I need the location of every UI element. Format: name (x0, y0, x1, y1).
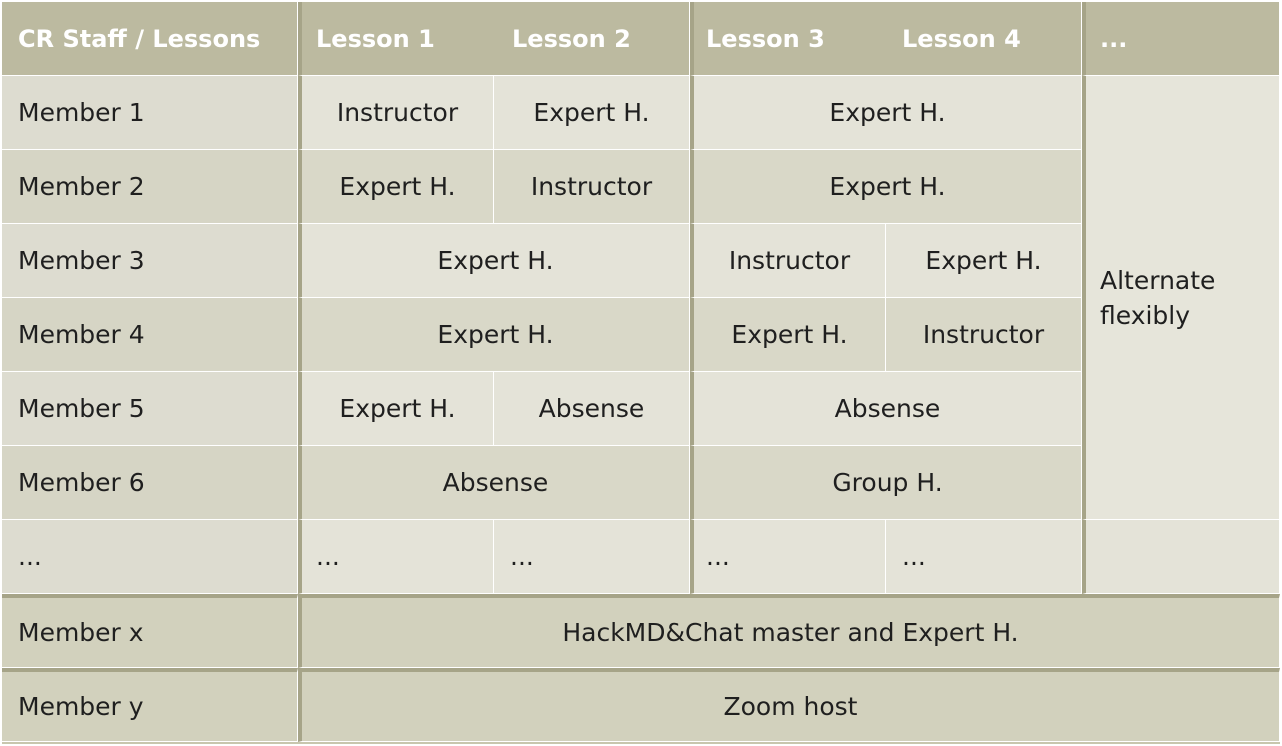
cell-role: Expert H. (298, 150, 494, 224)
member-name: Member 2 (2, 150, 298, 224)
member-name: Member 5 (2, 372, 298, 446)
cell-role: Expert H. (886, 224, 1082, 298)
cell-role: Expert H. (690, 76, 1082, 150)
header-corner: CR Staff / Lessons (2, 2, 298, 76)
member-name: Member 4 (2, 298, 298, 372)
header-lesson-4: Lesson 4 (902, 24, 1021, 53)
cell-role: Group H. (690, 446, 1082, 520)
header-lessons-1-2: Lesson 1 Lesson 2 (298, 2, 690, 76)
alternate-note: Alternate flexibly (1082, 76, 1280, 520)
cell-more: ... (886, 520, 1082, 594)
cell-role-wide: Zoom host (298, 668, 1280, 742)
cell-role: Instructor (690, 224, 886, 298)
header-lessons-3-4: Lesson 3 Lesson 4 (690, 2, 1082, 76)
member-name: Member y (2, 668, 298, 742)
member-name: Member 6 (2, 446, 298, 520)
cell-role: Expert H. (298, 224, 690, 298)
cell-more: ... (494, 520, 690, 594)
header-more: ... (1082, 2, 1280, 76)
cell-role: Expert H. (494, 76, 690, 150)
cell-role: Expert H. (690, 298, 886, 372)
cell-role: Instructor (494, 150, 690, 224)
cell-empty (1082, 520, 1280, 594)
header-lesson-1: Lesson 1 (316, 24, 435, 53)
cell-role: Expert H. (298, 372, 494, 446)
header-lesson-2: Lesson 2 (512, 24, 631, 53)
cell-role: Instructor (886, 298, 1082, 372)
header-lesson-3: Lesson 3 (706, 24, 825, 53)
member-name: Member 3 (2, 224, 298, 298)
cell-role: Absense (690, 372, 1082, 446)
cell-role: Absense (494, 372, 690, 446)
cell-role-wide: HackMD&Chat master and Expert H. (298, 594, 1280, 668)
cell-role: Expert H. (690, 150, 1082, 224)
cell-role: Expert H. (298, 298, 690, 372)
member-name: Member 1 (2, 76, 298, 150)
cell-more: ... (690, 520, 886, 594)
member-name-more: ... (2, 520, 298, 594)
member-name: Member x (2, 594, 298, 668)
cell-role: Absense (298, 446, 690, 520)
cell-role: Instructor (298, 76, 494, 150)
cell-more: ... (298, 520, 494, 594)
